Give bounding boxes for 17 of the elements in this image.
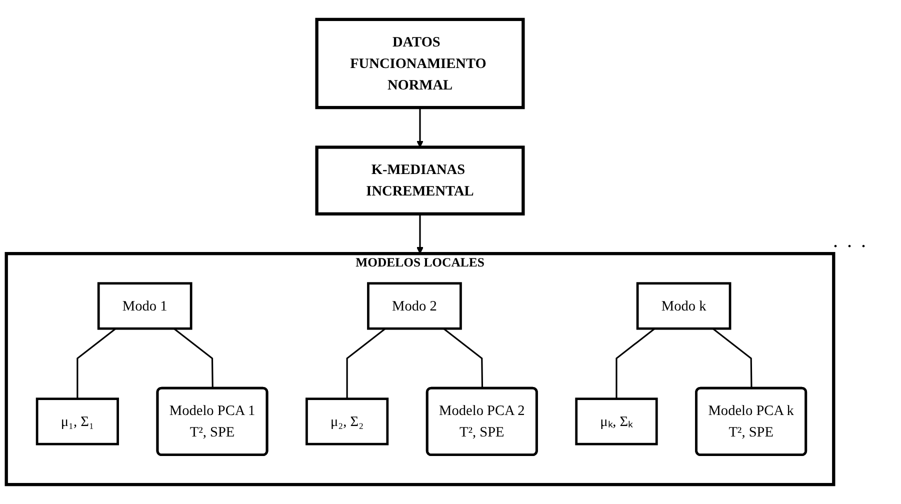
node-box: μₖ, Σₖ bbox=[575, 398, 658, 446]
ellipsis-text: . . . bbox=[833, 230, 869, 253]
connector bbox=[346, 328, 386, 399]
node-box: μ₁, Σ₁ bbox=[36, 398, 119, 446]
connector bbox=[173, 328, 214, 389]
node-box: μ₂, Σ₂ bbox=[306, 398, 389, 446]
node-box: Modo 1 bbox=[97, 282, 192, 330]
node-box: Modo k bbox=[636, 282, 732, 330]
node-box: Modo 2 bbox=[367, 282, 462, 330]
connector bbox=[616, 328, 656, 399]
connector bbox=[76, 328, 116, 399]
arrow bbox=[416, 108, 424, 148]
connector bbox=[712, 328, 752, 389]
node-box: K-MEDIANAS INCREMENTAL bbox=[315, 146, 525, 216]
arrow bbox=[416, 214, 424, 254]
connector bbox=[443, 328, 484, 389]
node-box: DATOS FUNCIONAMIENTO NORMAL bbox=[315, 18, 525, 110]
